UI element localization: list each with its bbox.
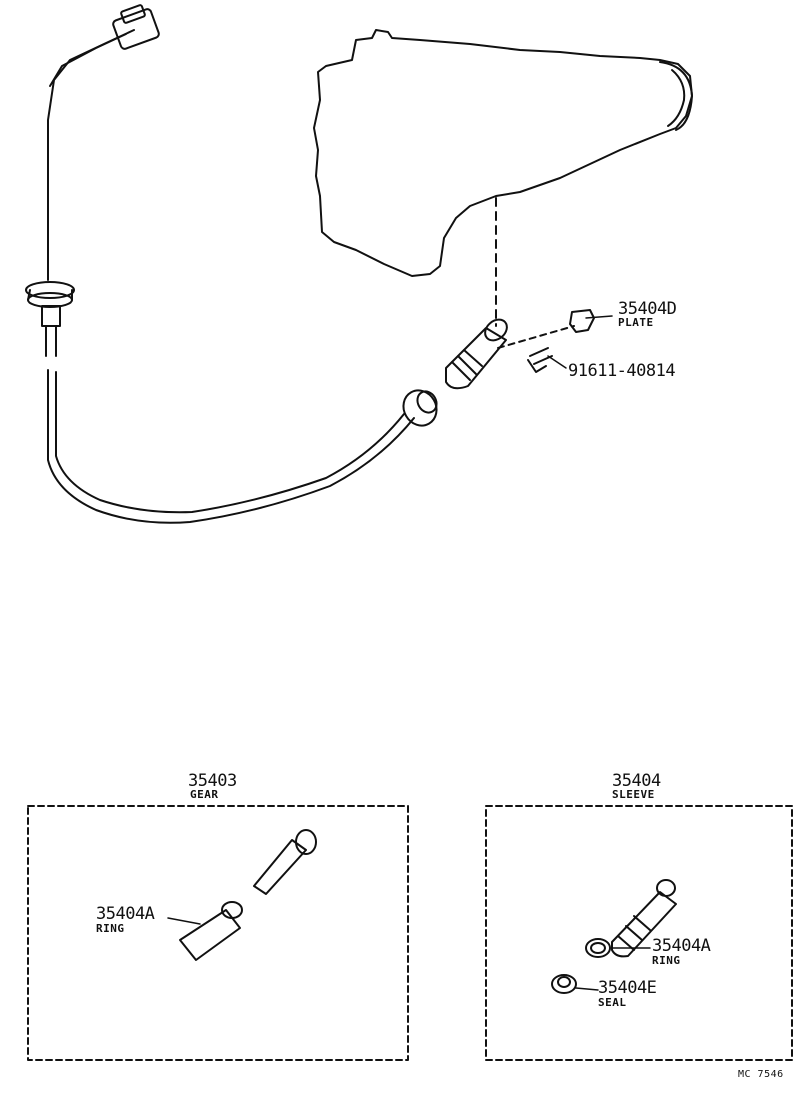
gear-kit-name: GEAR [190,788,219,801]
ring-right-part-number: 35404A [652,936,711,956]
driven-gear-part [253,839,307,895]
alignment-line-plate [497,325,575,349]
plate-name: PLATE [618,316,654,329]
ring-right-part [585,938,611,958]
ring-left-part [179,909,241,961]
seal-part [551,974,577,994]
cable-nut [402,389,438,427]
plate-part-number: 35404D [618,299,677,319]
cable-connector [112,8,160,50]
sleeve-part [611,891,677,958]
ring-right-name: RING [652,954,681,967]
plate-part [569,309,595,333]
gear-kit-box [27,805,409,1061]
gear-kit-part-number: 35403 [188,771,237,791]
screw-part-number: 91611-40814 [568,361,676,381]
housing-flange [659,61,693,131]
screw-part [527,347,553,373]
transmission-housing [313,29,693,277]
ring-left-part-number: 35404A [96,904,155,924]
driven-gear-sleeve [445,327,507,390]
seal-part-number: 35404E [598,978,657,998]
reference-code: MC 7546 [738,1069,784,1080]
sleeve-kit-box [485,805,793,1061]
seal-name: SEAL [598,996,627,1009]
sleeve-kit-part-number: 35404 [612,771,661,791]
sleeve-kit-name: SLEEVE [612,788,655,801]
ring-left-name: RING [96,922,125,935]
grommet [25,281,75,299]
